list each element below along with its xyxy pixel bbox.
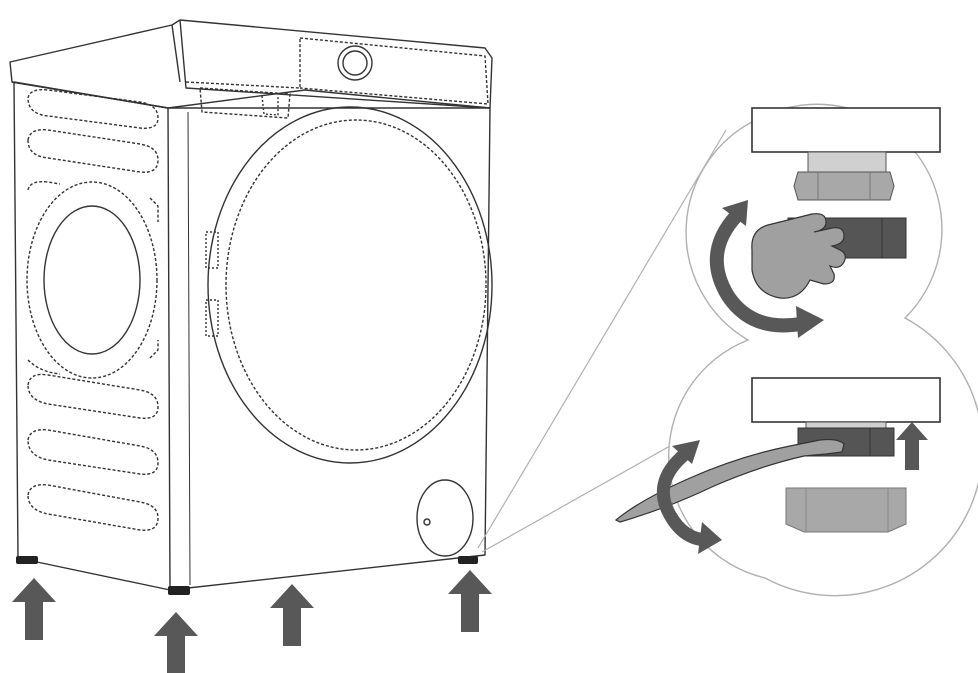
up-arrows: [12, 570, 492, 673]
up-arrow-icon: [270, 584, 314, 646]
machine-side-panel: [13, 81, 171, 591]
machine-front-panel: [168, 107, 491, 591]
rotate-arrow-icon: [656, 444, 709, 547]
machine-base-plate: [751, 377, 941, 423]
machine-base-plate: [751, 107, 941, 153]
machine-top: [9, 19, 493, 109]
program-knob-icon: [337, 45, 373, 81]
step-loosen-by-hand: [709, 107, 941, 338]
up-arrow-icon: [448, 570, 492, 632]
hand-icon: [751, 213, 846, 299]
up-arrow-icon: [896, 422, 928, 470]
detergent-drawer: [199, 87, 291, 119]
door-hinge: [205, 231, 219, 269]
rotate-arrow-icon: [709, 204, 802, 333]
washing-machine-icon: [9, 19, 493, 591]
machine-feet: [16, 556, 478, 595]
machine-door: [207, 106, 493, 464]
filter-hatch: [416, 479, 474, 557]
foot-front-left: [168, 586, 190, 595]
lock-nut: [793, 171, 895, 201]
foot-thread: [807, 151, 887, 173]
up-arrow-icon: [12, 578, 56, 640]
foot-front-right: [458, 556, 478, 564]
wrench-icon: [614, 438, 845, 523]
side-emboss-ring: [26, 181, 158, 379]
foot-back-left: [16, 556, 38, 564]
control-panel: [185, 38, 301, 89]
side-ribs: [27, 88, 159, 531]
up-arrow-icon: [154, 612, 198, 673]
step-adjust-with-wrench: [614, 377, 941, 554]
